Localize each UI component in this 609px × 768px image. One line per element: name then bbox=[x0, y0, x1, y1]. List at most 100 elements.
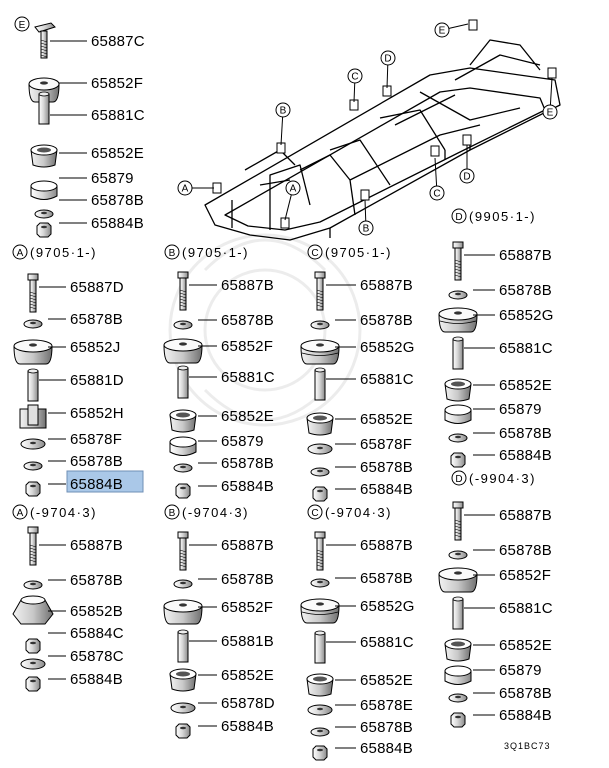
part-65878b[interactable]: 65878B bbox=[173, 312, 274, 330]
part-65852f[interactable]: 65852F bbox=[163, 599, 273, 625]
part-number-label[interactable]: 65887B bbox=[499, 507, 552, 524]
part-65852e[interactable]: 65852E bbox=[169, 667, 274, 692]
part-65887b[interactable]: 65887B bbox=[177, 271, 274, 311]
part-65879[interactable]: 65879 bbox=[444, 662, 542, 685]
part-65878b[interactable]: 65878B bbox=[448, 542, 552, 560]
part-65881c[interactable]: 65881C bbox=[314, 630, 414, 664]
part-number-label[interactable]: 65884B bbox=[221, 478, 274, 495]
part-65878f[interactable]: 65878F bbox=[20, 431, 122, 450]
part-65852g[interactable]: 65852G bbox=[300, 598, 415, 624]
part-65884b[interactable]: 65884B bbox=[450, 447, 552, 468]
part-number-label[interactable]: 65852E bbox=[499, 637, 552, 654]
part-65884b[interactable]: 65884B bbox=[25, 470, 144, 497]
part-number-label[interactable]: 65878B bbox=[499, 282, 552, 299]
part-number-label[interactable]: 65878B bbox=[70, 572, 123, 589]
part-number-label[interactable]: 65884B bbox=[360, 740, 413, 757]
part-65878b[interactable]: 65878B bbox=[23, 311, 123, 329]
part-65852f[interactable]: 65852F bbox=[438, 567, 551, 593]
part-65881c[interactable]: 65881C bbox=[38, 91, 145, 125]
part-number-label[interactable]: 65878B bbox=[91, 192, 144, 209]
part-number-label[interactable]: 65852E bbox=[221, 408, 274, 425]
part-number-label[interactable]: 65887B bbox=[360, 537, 413, 554]
part-65878d[interactable]: 65878D bbox=[170, 695, 275, 714]
part-65852e[interactable]: 65852E bbox=[444, 377, 552, 402]
part-65884b[interactable]: 65884B bbox=[175, 718, 274, 739]
part-number-label[interactable]: 65878B bbox=[360, 570, 413, 587]
part-65879[interactable]: 65879 bbox=[444, 401, 542, 424]
part-number-label[interactable]: 65881C bbox=[499, 340, 553, 357]
part-65887b[interactable]: 65887B bbox=[27, 526, 123, 566]
part-65881b[interactable]: 65881B bbox=[177, 629, 274, 663]
part-number-label[interactable]: 65884B bbox=[70, 476, 123, 493]
part-65887b[interactable]: 65887B bbox=[452, 501, 552, 541]
part-number-label[interactable]: 65887B bbox=[221, 277, 274, 294]
part-number-label[interactable]: 65881C bbox=[91, 107, 145, 124]
part-65884b[interactable]: 65884B bbox=[25, 671, 123, 692]
part-number-label[interactable]: 65878B bbox=[499, 685, 552, 702]
part-number-label[interactable]: 65879 bbox=[91, 170, 134, 187]
part-number-label[interactable]: 65852E bbox=[221, 667, 274, 684]
part-number-label[interactable]: 65881C bbox=[499, 600, 553, 617]
part-number-label[interactable]: 65852E bbox=[360, 672, 413, 689]
part-65887b[interactable]: 65887B bbox=[314, 271, 413, 311]
part-number-label[interactable]: 65852G bbox=[499, 307, 554, 324]
part-65887c[interactable]: 65887C bbox=[34, 22, 145, 59]
part-number-label[interactable]: 65887B bbox=[221, 537, 274, 554]
part-number-label[interactable]: 65878B bbox=[70, 453, 123, 470]
part-number-label[interactable]: 65852G bbox=[360, 598, 415, 615]
part-65881c[interactable]: 65881C bbox=[177, 365, 275, 399]
part-number-label[interactable]: 65852J bbox=[70, 339, 120, 356]
part-number-label[interactable]: 65879 bbox=[221, 433, 264, 450]
part-65852e[interactable]: 65852E bbox=[169, 408, 274, 433]
part-number-label[interactable]: 65881B bbox=[221, 633, 274, 650]
part-65879[interactable]: 65879 bbox=[169, 433, 264, 456]
part-number-label[interactable]: 65887D bbox=[70, 279, 124, 296]
part-number-label[interactable]: 65884B bbox=[221, 718, 274, 735]
part-65878b[interactable]: 65878B bbox=[34, 192, 144, 219]
part-number-label[interactable]: 65878B bbox=[499, 425, 552, 442]
part-number-label[interactable]: 65884B bbox=[70, 671, 123, 688]
part-number-label[interactable]: 65852E bbox=[360, 411, 413, 428]
part-65852g[interactable]: 65852G bbox=[300, 339, 415, 365]
part-number-label[interactable]: 65878B bbox=[499, 542, 552, 559]
part-65881c[interactable]: 65881C bbox=[452, 336, 553, 370]
part-65852e[interactable]: 65852E bbox=[30, 144, 144, 168]
part-number-label[interactable]: 65884C bbox=[70, 625, 124, 642]
part-65878b[interactable]: 65878B bbox=[173, 455, 274, 473]
part-number-label[interactable]: 65878B bbox=[70, 311, 123, 328]
part-65878b[interactable]: 65878B bbox=[173, 571, 274, 589]
part-65878b[interactable]: 65878B bbox=[310, 312, 413, 330]
part-number-label[interactable]: 65852F bbox=[221, 338, 273, 355]
part-65881c[interactable]: 65881C bbox=[452, 596, 553, 630]
part-65884b[interactable]: 65884B bbox=[450, 707, 552, 728]
part-number-label[interactable]: 65852F bbox=[221, 599, 273, 616]
part-65884b[interactable]: 65884B bbox=[175, 478, 274, 499]
part-number-label[interactable]: 65878E bbox=[360, 697, 413, 714]
part-65852h[interactable]: 65852H bbox=[19, 404, 124, 429]
part-number-label[interactable]: 65878D bbox=[221, 695, 275, 712]
part-number-label[interactable]: 65881C bbox=[360, 371, 414, 388]
part-65852f[interactable]: 65852F bbox=[163, 338, 273, 364]
part-65884b[interactable]: 65884B bbox=[36, 215, 144, 238]
part-65878b[interactable]: 65878B bbox=[310, 570, 413, 588]
part-number-label[interactable]: 65852E bbox=[91, 145, 144, 162]
part-65881d[interactable]: 65881D bbox=[27, 368, 124, 402]
part-number-label[interactable]: 65879 bbox=[499, 662, 542, 679]
part-65884c[interactable]: 65884C bbox=[25, 625, 124, 654]
part-65884b[interactable]: 65884B bbox=[312, 481, 413, 502]
part-number-label[interactable]: 65884B bbox=[91, 215, 144, 232]
part-number-label[interactable]: 65879 bbox=[499, 401, 542, 418]
part-65852g[interactable]: 65852G bbox=[438, 307, 554, 333]
part-65852e[interactable]: 65852E bbox=[306, 411, 413, 436]
part-65879[interactable]: 65879 bbox=[30, 170, 134, 200]
part-65887b[interactable]: 65887B bbox=[177, 531, 274, 571]
part-65852b[interactable]: 65852B bbox=[12, 595, 123, 625]
part-65878b[interactable]: 65878B bbox=[448, 282, 552, 300]
part-number-label[interactable]: 65852E bbox=[499, 377, 552, 394]
part-number-label[interactable]: 65852G bbox=[360, 339, 415, 356]
part-number-label[interactable]: 65881C bbox=[360, 634, 414, 651]
part-number-label[interactable]: 65884B bbox=[360, 481, 413, 498]
part-65878b[interactable]: 65878B bbox=[310, 719, 413, 737]
part-number-label[interactable]: 65878C bbox=[70, 648, 124, 665]
part-65881c[interactable]: 65881C bbox=[314, 367, 414, 401]
